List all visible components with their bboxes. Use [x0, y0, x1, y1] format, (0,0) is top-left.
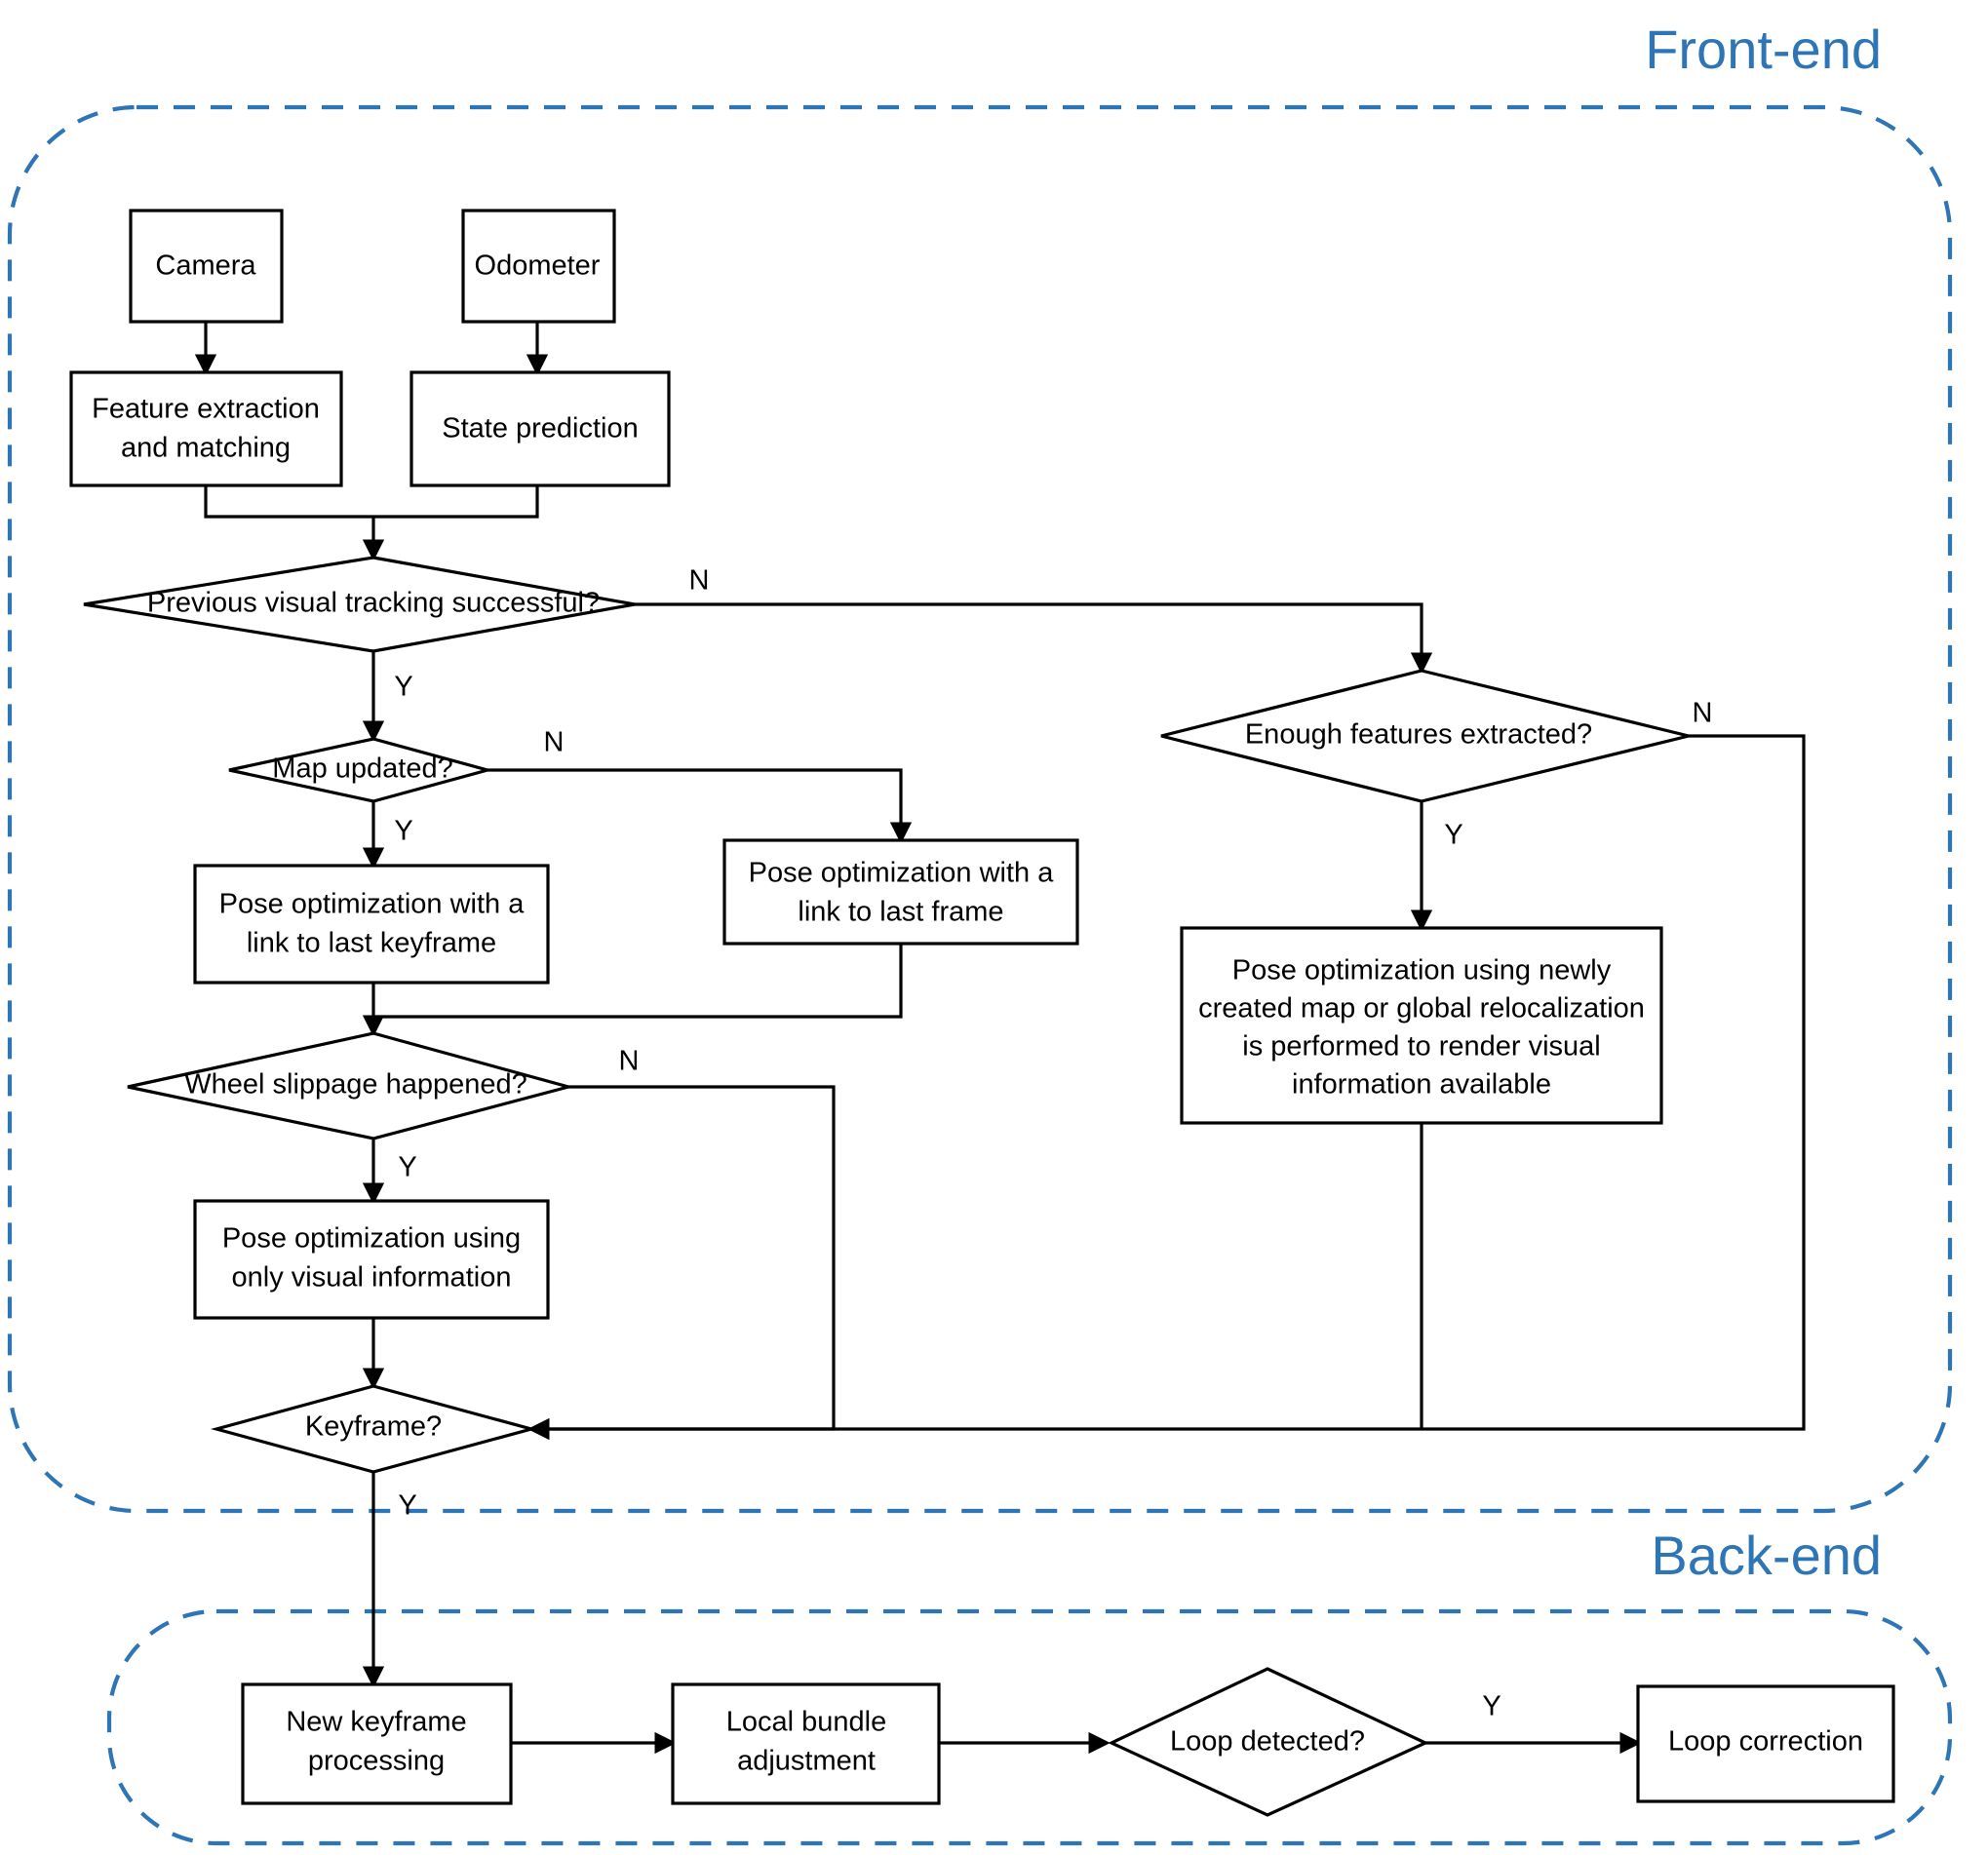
branch-label-keyframe-y: Y — [398, 1490, 416, 1522]
edge-wheel-slippage-n-to-keyframe — [527, 1085, 836, 1441]
node-wheel-slippage-label: Wheel slippage happened? — [184, 1069, 527, 1101]
branch-label-wheel-slippage-y: Y — [398, 1152, 416, 1183]
node-pose-optimization-relocalization-line3: is performed to render visual — [1242, 1031, 1601, 1063]
node-enough-features-extracted-label: Enough features extracted? — [1245, 719, 1592, 751]
node-keyframe-label: Keyframe? — [305, 1411, 442, 1443]
node-feature-extraction-label-line2: and matching — [121, 433, 291, 464]
branch-label-prev-tracking-y: Y — [394, 672, 412, 703]
node-local-bundle-adjustment-line2: adjustment — [737, 1746, 876, 1777]
branch-label-loop-detected-y: Y — [1482, 1691, 1501, 1722]
branch-label-enough-features-y: Y — [1444, 820, 1462, 851]
branch-label-map-updated-y: Y — [394, 816, 412, 847]
node-pose-optimization-relocalization[interactable]: Pose optimization using newly created ma… — [1180, 926, 1663, 1125]
node-pose-optimization-last-keyframe-line1: Pose optimization with a — [219, 889, 526, 920]
node-pose-optimization-visual-only-line1: Pose optimization using — [222, 1223, 521, 1255]
node-loop-detected-label: Loop detected? — [1170, 1726, 1365, 1758]
front-end-group-title: Front-end — [1645, 19, 1882, 80]
node-pose-optimization-relocalization-line2: created map or global relocalization — [1198, 993, 1645, 1024]
node-new-keyframe-processing-line1: New keyframe — [286, 1707, 466, 1738]
branch-label-wheel-slippage-n: N — [619, 1046, 640, 1077]
node-pose-optimization-last-frame-line1: Pose optimization with a — [749, 858, 1055, 889]
edge-enough-features-n-to-keyframe — [527, 734, 1806, 1441]
back-end-group-boundary — [106, 1608, 1953, 1846]
node-pose-optimization-last-keyframe[interactable]: Pose optimization with a link to last ke… — [193, 864, 550, 985]
node-pose-optimization-relocalization-line4: information available — [1292, 1069, 1551, 1101]
node-pose-optimization-last-frame-line2: link to last frame — [798, 897, 1003, 928]
node-state-prediction[interactable]: State prediction — [409, 370, 671, 487]
node-loop-correction[interactable]: Loop correction — [1636, 1684, 1895, 1803]
node-feature-extraction-label-line1: Feature extraction — [92, 394, 320, 425]
node-enough-features-extracted[interactable]: Enough features extracted? — [1160, 669, 1690, 803]
node-wheel-slippage[interactable]: Wheel slippage happened? — [127, 1031, 575, 1140]
branch-label-prev-tracking-n: N — [689, 565, 710, 597]
node-loop-correction-label: Loop correction — [1668, 1726, 1863, 1758]
node-pose-optimization-last-frame[interactable]: Pose optimization with a link to last fr… — [722, 838, 1079, 946]
edge-pose-lastframe-to-wheel-slippage — [373, 944, 903, 1019]
node-loop-detected[interactable]: Loop detected? — [1108, 1667, 1429, 1817]
edge-map-updated-n-to-pose-lastframe — [487, 768, 913, 844]
node-new-keyframe-processing-line2: processing — [308, 1746, 445, 1777]
branch-label-enough-features-n: N — [1693, 698, 1713, 729]
node-pose-optimization-relocalization-line1: Pose optimization using newly — [1232, 955, 1612, 986]
node-previous-visual-tracking[interactable]: Previous visual tracking successful? — [83, 556, 636, 653]
node-odometer[interactable]: Odometer — [461, 209, 616, 324]
node-local-bundle-adjustment[interactable]: Local bundle adjustment — [671, 1682, 941, 1805]
edge-state-to-junction — [373, 485, 539, 519]
back-end-group-title: Back-end — [1651, 1525, 1882, 1586]
node-camera-label: Camera — [155, 251, 256, 282]
node-pose-optimization-last-keyframe-line2: link to last keyframe — [247, 928, 496, 959]
edge-prev-tracking-n-to-enough-features — [635, 602, 1433, 675]
node-map-updated[interactable]: Map updated? — [228, 737, 494, 803]
edge-feature-to-junction — [204, 485, 373, 519]
node-feature-extraction[interactable]: Feature extraction and matching — [69, 370, 343, 487]
node-new-keyframe-processing[interactable]: New keyframe processing — [241, 1682, 513, 1805]
node-camera[interactable]: Camera — [129, 209, 284, 324]
node-local-bundle-adjustment-line1: Local bundle — [726, 1707, 886, 1738]
branch-label-map-updated-n: N — [544, 727, 565, 758]
node-pose-optimization-visual-only[interactable]: Pose optimization using only visual info… — [193, 1199, 550, 1320]
node-state-prediction-label: State prediction — [442, 413, 639, 444]
node-keyframe[interactable]: Keyframe? — [210, 1384, 538, 1474]
node-odometer-label: Odometer — [475, 251, 601, 282]
node-map-updated-label: Map updated? — [272, 754, 452, 785]
node-pose-optimization-visual-only-line2: only visual information — [232, 1262, 512, 1294]
node-previous-visual-tracking-label: Previous visual tracking successful? — [147, 588, 600, 619]
front-end-group-boundary — [7, 104, 1953, 1514]
